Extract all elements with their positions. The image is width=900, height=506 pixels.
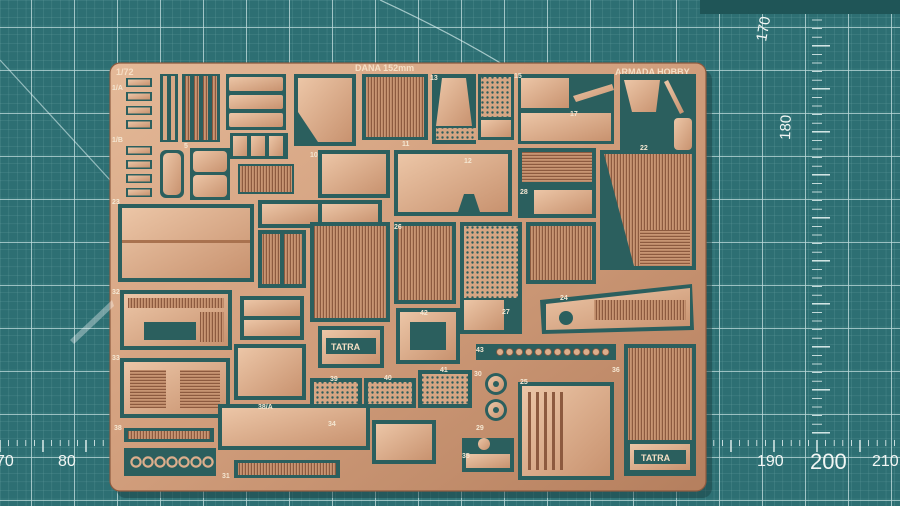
scale-label-210: 210: [872, 453, 899, 470]
part-number-17: 17: [570, 111, 578, 118]
chain-link: [544, 348, 552, 356]
part-number-24: 24: [560, 295, 568, 302]
chain-link: [563, 348, 571, 356]
part-number-33: 33: [112, 355, 120, 362]
part-1b-group: [126, 146, 152, 197]
part-number-1a: 1/A: [112, 85, 123, 92]
part-number-30: 30: [474, 371, 482, 378]
chain-link: [515, 348, 523, 356]
chain-link: [601, 348, 610, 356]
part-number-1b: 1/B: [112, 137, 123, 144]
scale-label-170: 170: [753, 15, 774, 43]
part-number-39: 39: [330, 376, 338, 383]
tatra-decal-2: TATRA: [641, 453, 671, 463]
part-number-31: 31: [222, 473, 230, 480]
ring-part: [190, 456, 202, 468]
scale-marking: 1/72: [116, 67, 134, 77]
part-number-26: 26: [394, 224, 402, 231]
scale-label-70: 70: [0, 453, 14, 470]
part-number-25: 25: [520, 379, 528, 386]
chain-link: [496, 348, 504, 356]
part-31-rings: [130, 456, 214, 468]
ring-part: [166, 456, 178, 468]
light-glare: [70, 300, 114, 344]
chain-link: [524, 348, 533, 356]
part-number-38: 38: [114, 425, 122, 432]
chain-link: [592, 348, 600, 356]
part-number-43: 43: [476, 347, 484, 354]
scale-label-200: 200: [810, 449, 847, 474]
chain-link: [505, 348, 514, 356]
ring-part: [178, 456, 190, 468]
part-number-28: 28: [520, 189, 528, 196]
chain-link: [534, 348, 543, 356]
part-number-10: 10: [310, 152, 318, 159]
fret-parts: TATRA TATRA: [118, 74, 696, 480]
part-number-5: 5: [184, 143, 188, 150]
ring-part: [142, 456, 154, 468]
part-number-42: 42: [420, 310, 428, 317]
part-43-chain: [496, 348, 610, 356]
part-number-41: 41: [440, 367, 448, 374]
mat-diagonal-line: [0, 59, 111, 181]
chain-link: [553, 348, 562, 356]
side-scale-ticks: [812, 19, 830, 434]
chain-link: [572, 348, 581, 356]
part-number-11: 11: [402, 141, 410, 148]
tatra-decal-1: TATRA: [331, 342, 361, 352]
brand-name: ARMADA HOBBY: [615, 67, 690, 77]
part-number-23: 23: [112, 199, 120, 206]
ring-part: [154, 456, 166, 468]
part-number-15: 15: [514, 73, 522, 80]
part-number-22: 22: [640, 145, 648, 152]
part-number-35: 35: [462, 453, 470, 460]
part-number-29: 29: [476, 425, 484, 432]
part-number-38a: 38/A: [258, 404, 273, 411]
part-number-36: 36: [612, 367, 620, 374]
ring-part: [130, 456, 142, 468]
part-number-32: 32: [112, 289, 120, 296]
part-number-12: 12: [464, 158, 472, 165]
ring-part: [202, 456, 214, 468]
part-number-34: 34: [328, 421, 336, 428]
scale-label-190: 190: [757, 453, 784, 470]
part-number-labels: 1/A 1/B 5 10 11 12 13 15 17 22 23 24 25 …: [112, 73, 648, 480]
chain-link: [582, 348, 591, 356]
part-number-40: 40: [384, 375, 392, 382]
part-number-27: 27: [502, 309, 510, 316]
scale-label-80: 80: [58, 453, 76, 470]
scale-label-180: 180: [777, 115, 795, 141]
part-number-13: 13: [430, 75, 438, 82]
mat-dark-stripe: [700, 0, 900, 14]
product-title: DANA 152mm: [355, 63, 414, 73]
part-1a-group: [126, 78, 152, 129]
